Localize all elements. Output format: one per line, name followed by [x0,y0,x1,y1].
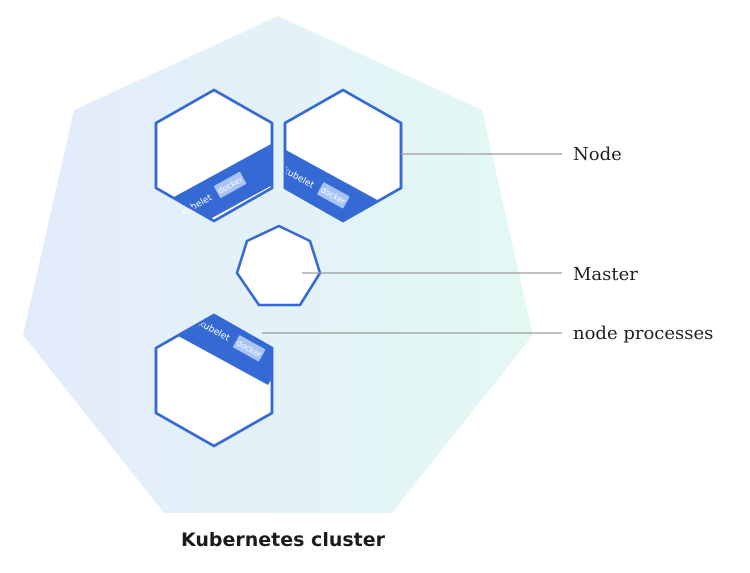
master-node [235,224,322,307]
node-processes-callout: node processes [573,323,713,344]
docker-chip [232,335,266,362]
master-callout: Master [573,264,638,285]
cluster-caption: Kubernetes cluster [181,529,386,551]
worker-node-1: kubelet docker [154,88,274,223]
node-callout: Node [573,144,622,165]
worker-node-2: kubelet docker [281,88,403,223]
node-processes-band [285,143,383,221]
docker-chip [213,171,247,198]
docker-chip [317,182,350,209]
